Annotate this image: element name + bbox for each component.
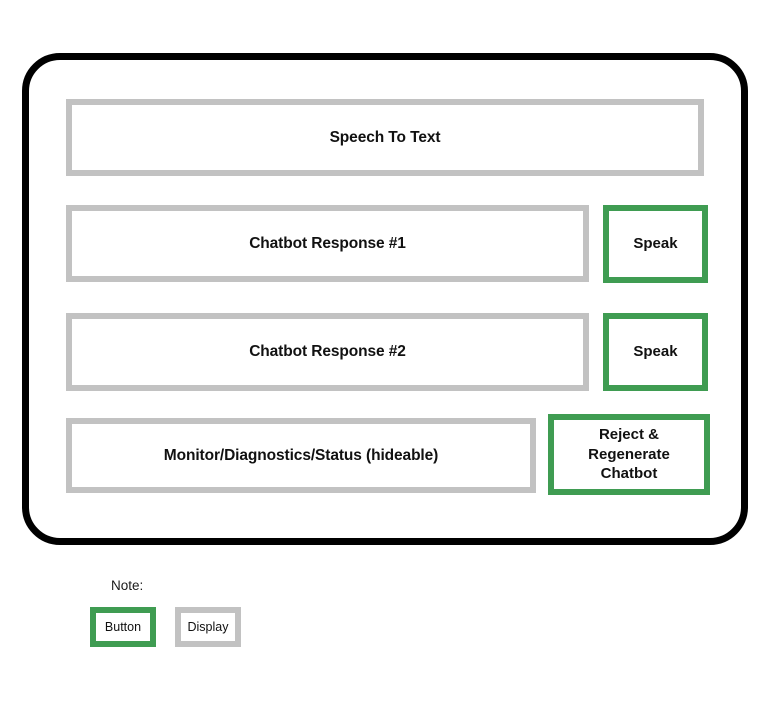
monitor-diagnostics-status-display: Monitor/Diagnostics/Status (hideable)	[66, 418, 536, 493]
reject-regenerate-line-2: Regenerate	[588, 445, 670, 463]
speech-to-text-display: Speech To Text	[66, 99, 704, 176]
legend-swatch-display-label: Display	[187, 620, 229, 634]
reject-regenerate-line-1: Reject &	[598, 426, 659, 444]
legend-swatch-button-label: Button	[104, 620, 142, 634]
speak-button-response-1[interactable]: Speak	[603, 205, 708, 283]
reject-regenerate-chatbot-button[interactable]: Reject & Regenerate Chatbot	[548, 414, 710, 495]
legend-swatch-row: Button Display	[90, 607, 390, 647]
reject-regenerate-line-3: Chatbot	[600, 465, 658, 483]
legend: Note: Button Display	[90, 578, 390, 647]
legend-swatch-button: Button	[90, 607, 156, 647]
monitor-diagnostics-status-label: Monitor/Diagnostics/Status (hideable)	[163, 446, 439, 464]
speech-to-text-label: Speech To Text	[329, 128, 441, 146]
chatbot-response-2-display: Chatbot Response #2	[66, 313, 589, 391]
reject-regenerate-chatbot-label: Reject & Regenerate Chatbot	[588, 425, 670, 484]
chatbot-response-2-label: Chatbot Response #2	[249, 343, 406, 361]
speak-button-response-2[interactable]: Speak	[603, 313, 708, 391]
speak-button-response-2-label: Speak	[633, 343, 678, 361]
speak-button-response-1-label: Speak	[633, 235, 678, 253]
legend-swatch-display: Display	[175, 607, 241, 647]
chatbot-response-1-label: Chatbot Response #1	[249, 234, 406, 252]
chatbot-response-1-display: Chatbot Response #1	[66, 205, 589, 282]
legend-title: Note:	[111, 578, 144, 593]
